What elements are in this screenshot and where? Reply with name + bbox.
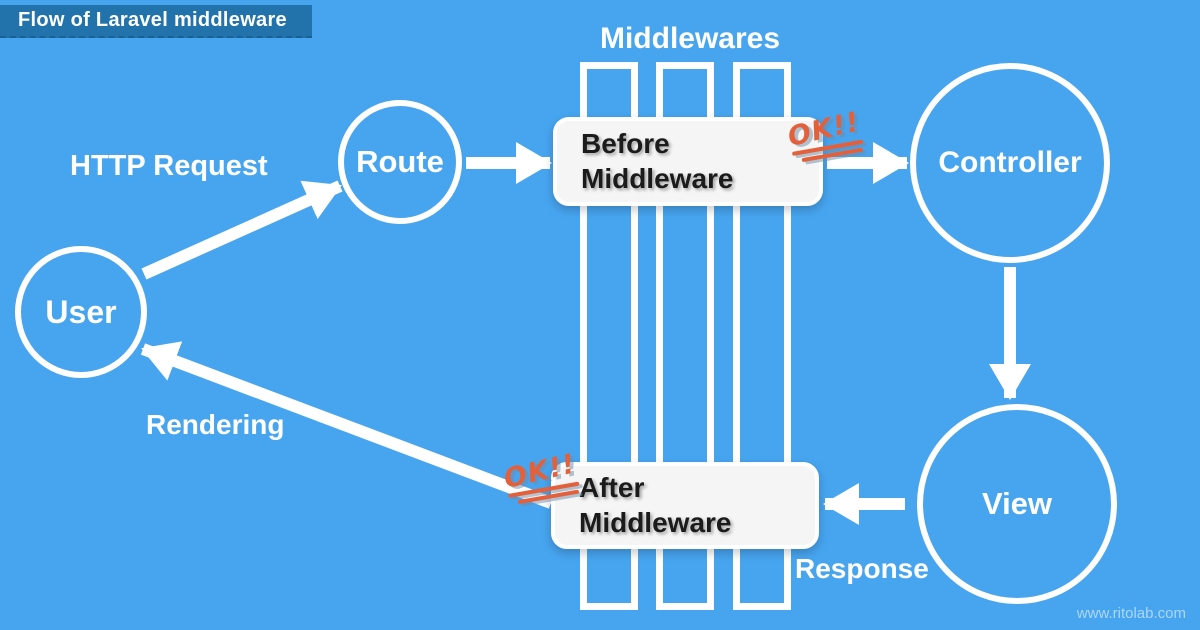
arrow-after-middleware-to-user [140,341,554,509]
node-controller: Controller [910,63,1110,263]
node-before-middleware: Before Middleware [553,117,823,206]
page-title: Flow of Laravel middleware [18,9,287,31]
title-badge: Flow of Laravel middleware [0,5,312,38]
middleware-pillar-2 [656,62,714,610]
middleware-pillar-1 [580,62,638,610]
node-route-label: Route [356,144,444,179]
arrow-user-to-route [141,180,343,280]
site-watermark: www.ritolab.com [1076,605,1186,622]
after-middleware-label-line2: Middleware [579,506,732,538]
node-view-label: View [981,486,1053,521]
before-middleware-label-line2: Middleware [581,162,734,194]
node-view: View [917,404,1117,604]
middlewares-label: Middlewares [599,22,781,55]
after-middleware-label-line1: After [579,472,645,504]
node-user-label: User [45,293,117,330]
middleware-pillar-3 [733,62,791,610]
node-user: User [15,246,147,378]
response-label: Response [795,553,929,584]
node-route: Route [338,100,462,224]
http-request-label: HTTP Request [70,150,268,182]
before-middleware-label-line1: Before [581,128,670,160]
rendering-label: Rendering [146,409,285,440]
node-controller-label: Controller [938,146,1082,179]
node-after-middleware: After Middleware [551,462,819,549]
